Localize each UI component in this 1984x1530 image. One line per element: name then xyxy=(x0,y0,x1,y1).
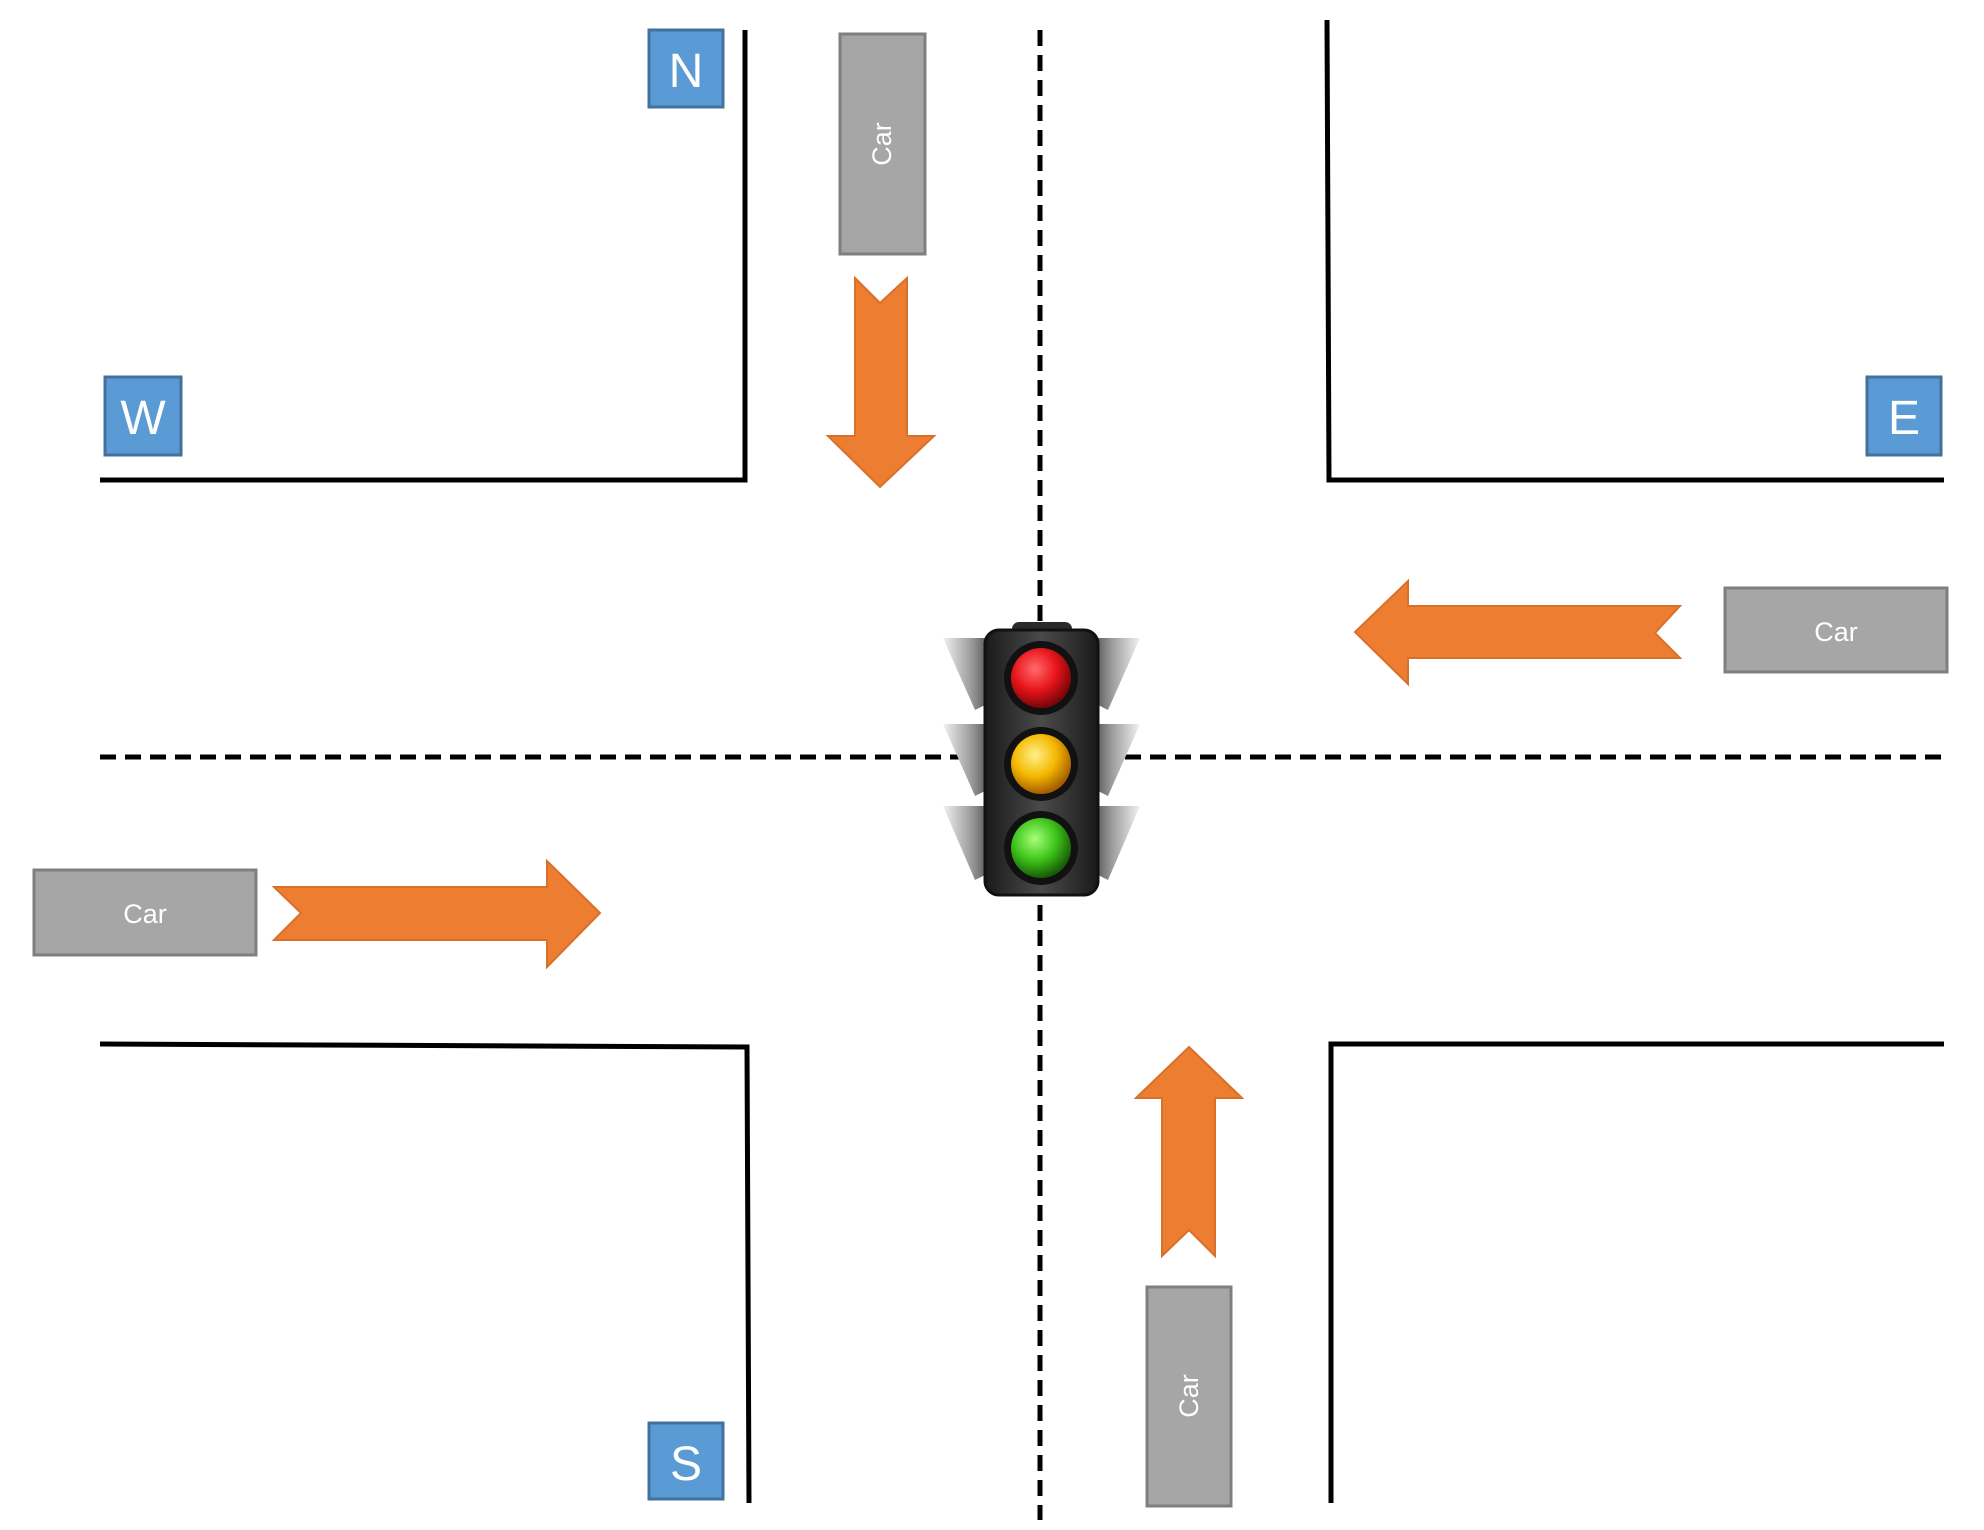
compass-label-west: W xyxy=(120,392,166,445)
arrow-left-icon xyxy=(1353,578,1683,687)
arrow-right-icon xyxy=(271,858,602,970)
compass-box-west: W xyxy=(103,375,183,457)
car-label-east: Car xyxy=(1814,617,1858,647)
car-label-south: Car xyxy=(1174,1374,1204,1418)
compass-label-east: E xyxy=(1888,392,1920,445)
compass-box-north: N xyxy=(647,28,725,109)
traffic-light-left-visors xyxy=(943,638,995,880)
direction-arrows xyxy=(271,275,1683,1259)
road-edges xyxy=(99,19,1944,1504)
lane-center-lines xyxy=(100,30,1944,1520)
car-label-north: Car xyxy=(867,122,897,166)
car-west: Car xyxy=(32,868,258,957)
green-lamp xyxy=(1011,818,1071,878)
car-east: Car xyxy=(1723,586,1949,674)
road-edge-northwest xyxy=(100,30,748,483)
car-label-west: Car xyxy=(123,899,167,929)
red-lamp xyxy=(1011,648,1071,708)
car-north: Car xyxy=(838,32,927,256)
road-edge-southeast xyxy=(1328,1041,1944,1503)
arrow-up-icon xyxy=(1133,1045,1245,1259)
amber-lamp xyxy=(1011,734,1071,794)
arrow-down-icon xyxy=(825,275,937,489)
traffic-light-right-visors xyxy=(1088,638,1140,880)
road-edge-northeast xyxy=(1324,19,1944,483)
car-south: Car xyxy=(1145,1285,1233,1508)
traffic-light xyxy=(943,622,1140,897)
compass-label-north: N xyxy=(669,45,704,98)
compass-box-south: S xyxy=(647,1421,725,1501)
compass-label-south: S xyxy=(670,1438,702,1491)
road-edge-southwest xyxy=(99,1041,752,1504)
compass-box-east: E xyxy=(1865,375,1943,457)
